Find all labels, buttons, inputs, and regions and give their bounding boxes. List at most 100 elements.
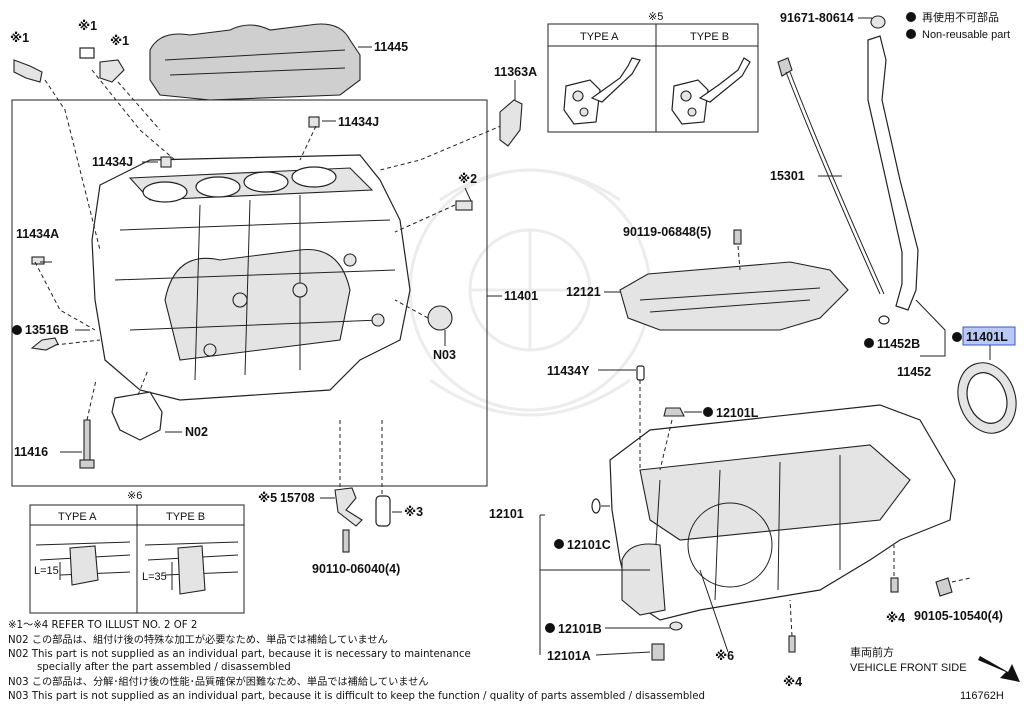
detail-leader	[699, 569, 729, 653]
note-n03-en: N03 This part is not supplied as an indi…	[8, 691, 705, 702]
label-91671[interactable]: 91671-80614	[780, 11, 854, 25]
label-mark4-bottom: ※4	[783, 675, 802, 689]
bolt-90119	[733, 229, 742, 245]
inset-top-mark: ※5	[648, 11, 663, 23]
oil-seal-11401l-illustration	[957, 345, 1017, 434]
label-90105[interactable]: 90105-10540(4)	[914, 609, 1003, 623]
inset-bottom-dim-a: L=15	[34, 565, 59, 577]
legend-dot-en	[906, 29, 916, 39]
plug-13516b	[30, 337, 59, 351]
bolt-mark4-right	[890, 577, 899, 593]
label-15301[interactable]: 15301	[770, 169, 805, 183]
legend-nonreusable-en: Non-reusable part	[922, 29, 1010, 41]
label-mark2: ※2	[458, 172, 477, 186]
label-12101[interactable]: 12101	[489, 507, 524, 521]
label-12101c[interactable]: 12101C	[567, 538, 611, 552]
label-11434j-left[interactable]: 11434J	[92, 155, 133, 169]
label-11434a[interactable]: 11434A	[16, 227, 59, 241]
inset-bottom-type-a: TYPE A	[58, 511, 97, 523]
label-11401[interactable]: 11401	[504, 289, 538, 303]
label-90119[interactable]: 90119-06848(5)	[623, 225, 711, 239]
front-side-jp: 車両前方	[850, 645, 894, 659]
legend-dot-jp	[906, 12, 916, 22]
label-mark4-right: ※4	[886, 611, 905, 625]
front-arrow-icon	[978, 656, 1020, 682]
front-side-en: VEHICLE FRONT SIDE	[850, 662, 967, 674]
inset-top-frame	[547, 23, 759, 133]
label-11401l[interactable]: 11401L	[966, 330, 1008, 344]
label-11434j-top[interactable]: 11434J	[338, 115, 379, 129]
label-11452[interactable]: 11452	[897, 365, 931, 379]
note-n02-jp: N02 この部品は、組付け後の特殊な加工が必要なため、単品では補給していません	[8, 633, 388, 646]
label-12101l[interactable]: 12101L	[716, 406, 759, 420]
inset-top-type-a: TYPE A	[580, 31, 619, 43]
highlight-11401l	[962, 326, 1016, 346]
dowel-11434j-top	[308, 116, 320, 128]
illustration-id: 116762H	[960, 690, 1004, 702]
legend-nonreusable-jp: 再使用不可部品	[922, 10, 999, 24]
label-11363a[interactable]: 11363A	[494, 65, 537, 79]
note-refer: ※1～※4 REFER TO ILLUST NO. 2 OF 2	[8, 620, 197, 631]
label-12121[interactable]: 12121	[566, 285, 601, 299]
label-11452b[interactable]: 11452B	[877, 337, 920, 351]
inset-top-type-b: TYPE B	[690, 31, 729, 43]
cylinder-block-illustration	[91, 154, 411, 401]
nonreusable-dot-13516b	[12, 325, 22, 335]
note-n03-jp: N03 この部品は、分解･組付け後の性能･品質確保が困難なため、単品では補給して…	[8, 675, 429, 688]
bolt-11416-head	[79, 459, 95, 469]
note-n02-en2: specially after the part assembled / dis…	[37, 662, 291, 673]
oil-pan-12101-illustration	[609, 404, 956, 621]
baffle-plate-12121-illustration	[619, 261, 849, 331]
pin-11434a	[31, 256, 45, 265]
dipstick-guide-11452-illustration	[867, 15, 919, 311]
label-12101a[interactable]: 12101A	[547, 649, 591, 663]
pan-leader-lines	[539, 369, 971, 656]
bolt-11416	[83, 419, 91, 463]
label-11445[interactable]: 11445	[374, 40, 408, 54]
nonreusable-dot-11452b	[864, 338, 874, 348]
head-cover-11445-illustration	[149, 23, 361, 101]
pin-mark2	[455, 200, 473, 211]
pin-11434y	[636, 365, 645, 381]
label-11434y[interactable]: 11434Y	[547, 364, 590, 378]
inset-bottom-mark: ※6	[127, 490, 142, 502]
note-n02-en: N02 This part is not supplied as an indi…	[8, 649, 471, 660]
inset-bottom-dim-b: L=35	[142, 571, 167, 583]
label-13516b[interactable]: 13516B	[25, 323, 69, 337]
oil-pan-detail-circle	[687, 502, 773, 588]
nut-12101l	[663, 407, 685, 417]
bearing-cap-n02	[111, 391, 163, 441]
relief-valve-mark3	[375, 495, 391, 527]
label-n03: N03	[433, 348, 456, 362]
bolt-mark4-bottom	[788, 635, 796, 653]
label-mark1-b: ※1	[78, 19, 97, 33]
label-90110[interactable]: 90110-06040(4)	[312, 562, 400, 576]
ring-12101c	[591, 498, 601, 514]
label-12101b[interactable]: 12101B	[558, 622, 602, 636]
label-15708[interactable]: 15708	[280, 491, 315, 505]
oring-11452b	[878, 315, 890, 325]
dipstick-15301-illustration	[777, 57, 885, 295]
inset-bottom-type-b: TYPE B	[166, 511, 205, 523]
plug-12101a	[651, 643, 665, 661]
bolt-90105	[935, 577, 953, 597]
dowel-11434j-left	[160, 156, 172, 168]
label-mark1-c: ※1	[110, 34, 129, 48]
block-leader-lines	[34, 46, 516, 495]
bolt-90110	[342, 529, 350, 553]
inset-top-drawings	[563, 57, 751, 125]
sensor-parts-illustration	[13, 47, 125, 83]
gasket-12101b	[669, 621, 683, 631]
nonreusable-dot-12101c	[554, 539, 564, 549]
nonreusable-dot-12101l	[703, 407, 713, 417]
oil-jet-15708	[334, 487, 363, 527]
label-11416[interactable]: 11416	[14, 445, 48, 459]
label-n02: N02	[185, 425, 208, 439]
label-mark6: ※6	[715, 649, 734, 663]
label-mark1-a: ※1	[10, 31, 29, 45]
label-mark3: ※3	[404, 505, 423, 519]
block-group-frame	[11, 99, 488, 487]
nonreusable-dot-11401l	[952, 332, 962, 342]
